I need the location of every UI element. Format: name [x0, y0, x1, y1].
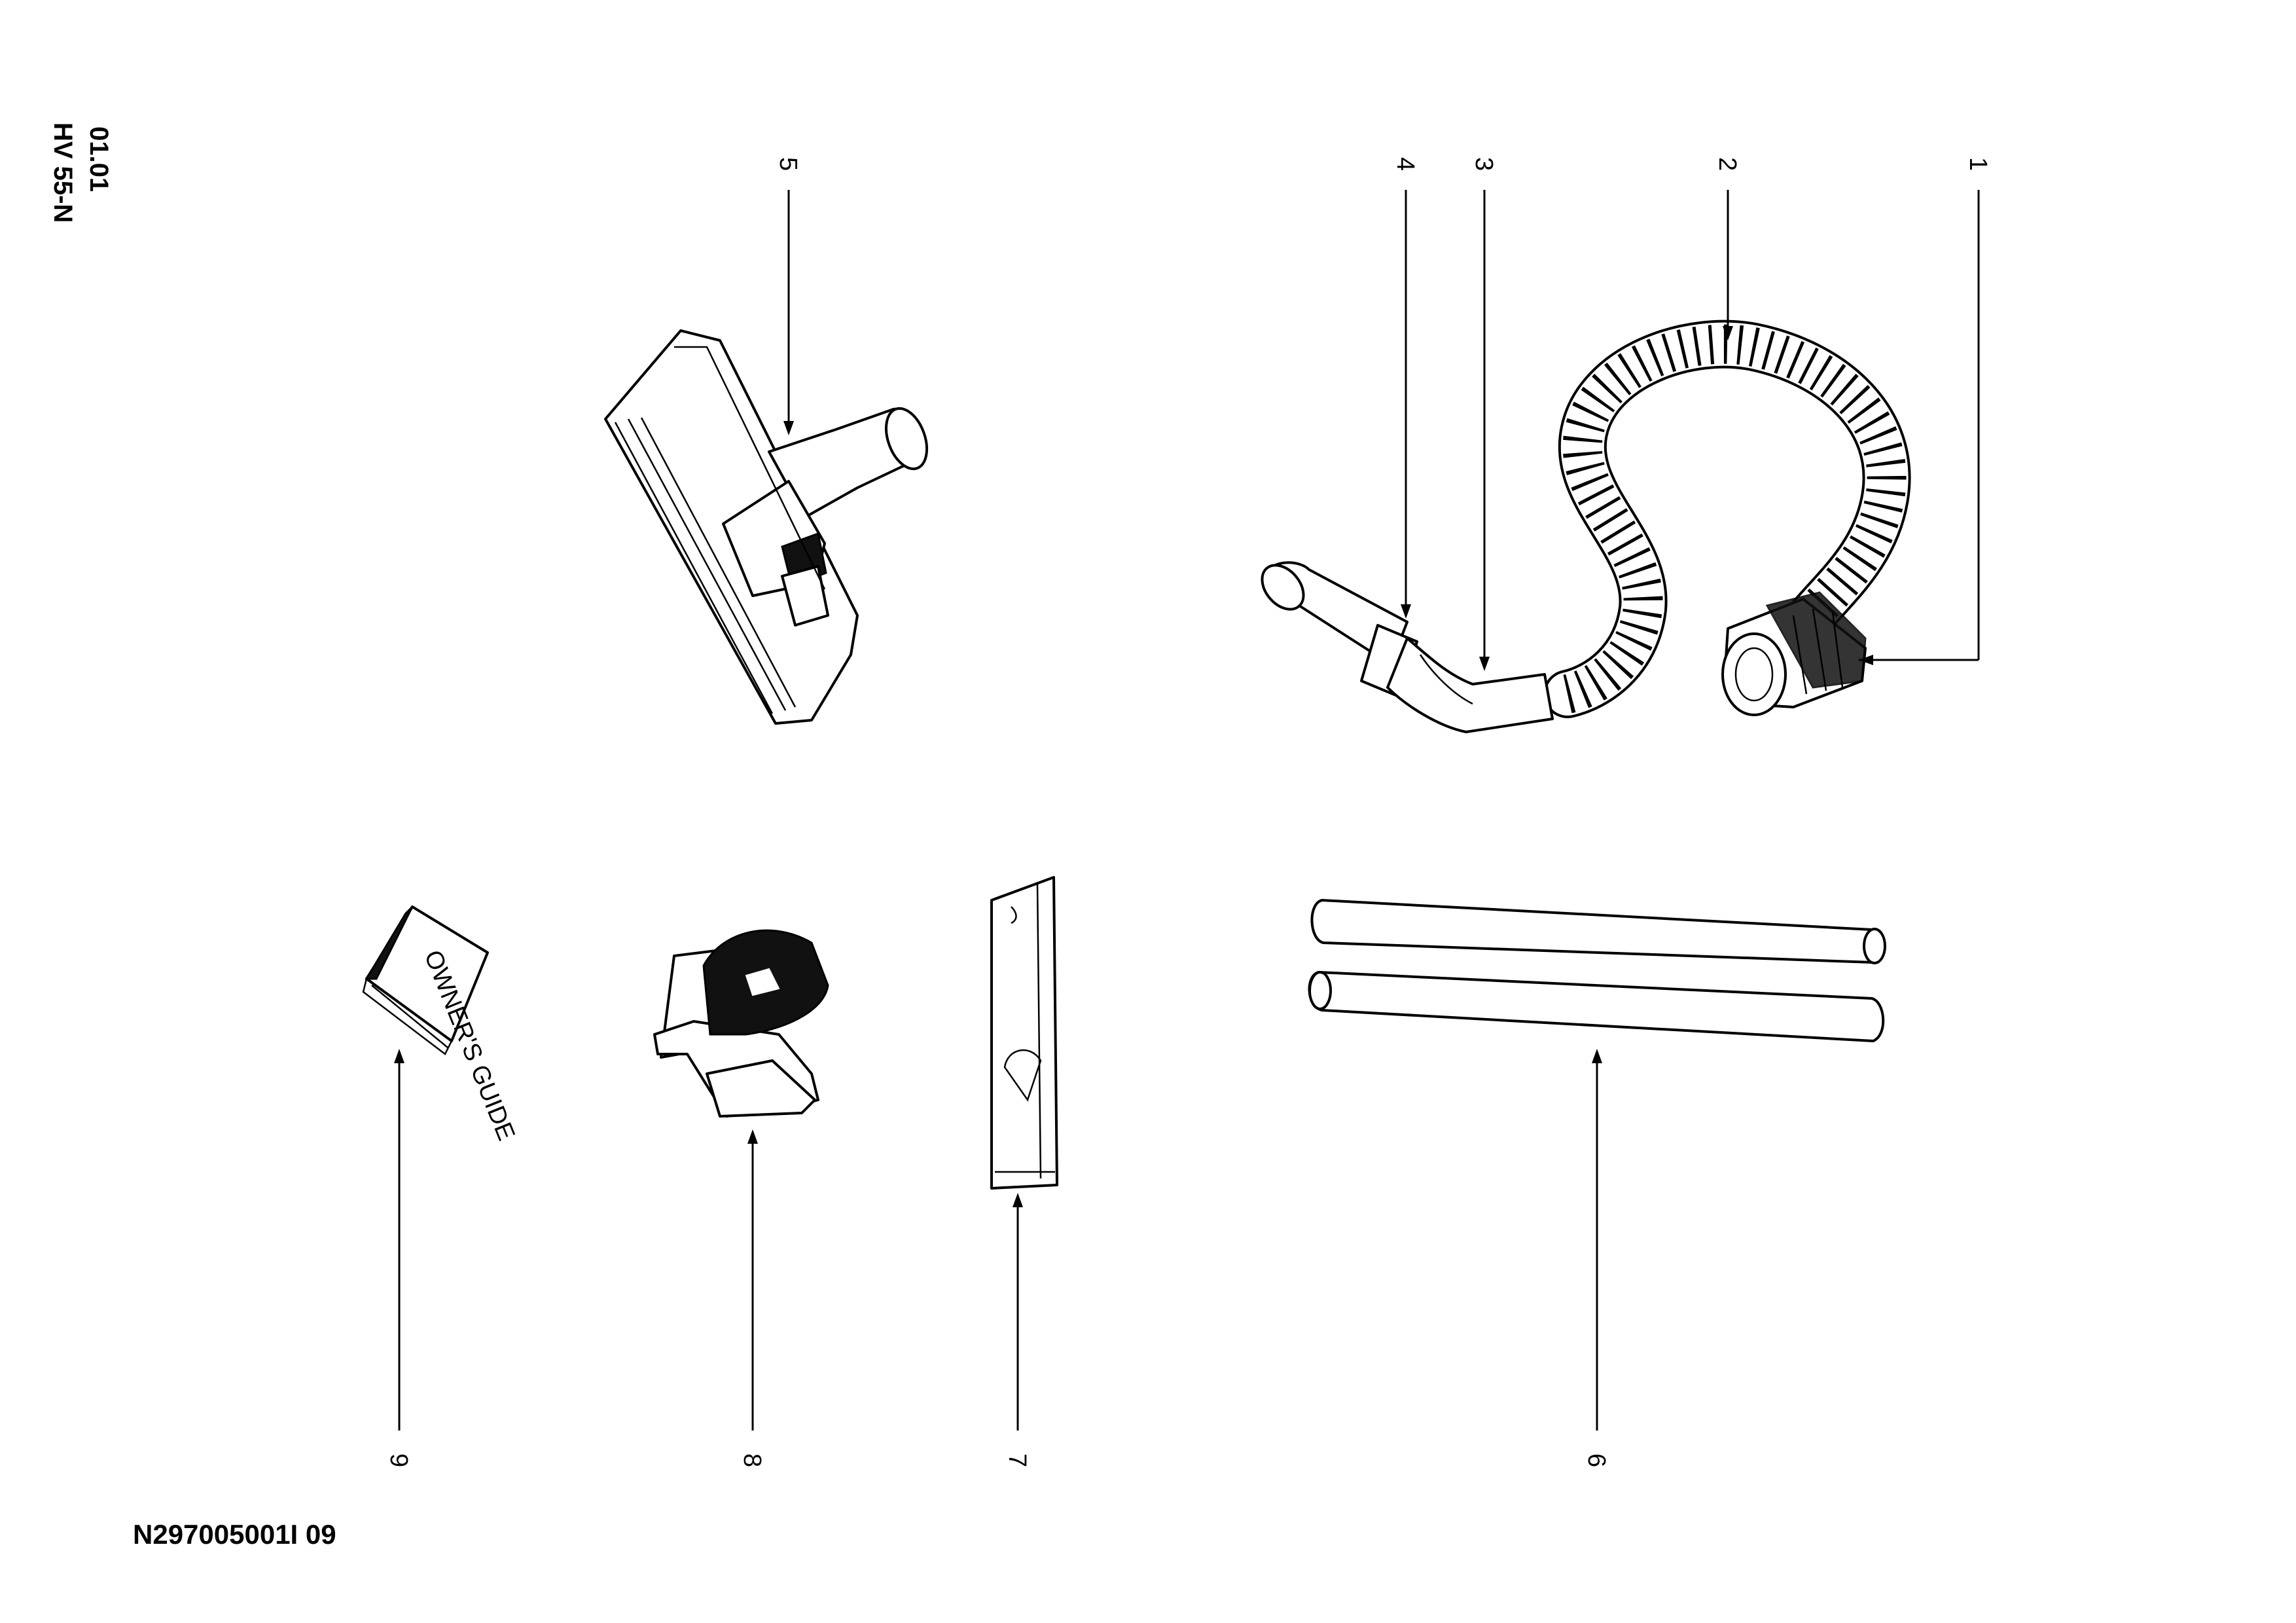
flexible-hose-illustration — [1543, 319, 1911, 718]
hose-bend-illustration — [1386, 637, 1554, 733]
callout-1: 1 — [1964, 157, 1992, 171]
dusting-brush-illustration — [653, 929, 829, 1118]
arrowhead-8 — [747, 1129, 758, 1144]
arrowhead-3 — [1479, 657, 1490, 671]
callout-5: 5 — [774, 157, 802, 171]
callout-4: 4 — [1391, 157, 1419, 171]
arrowhead-6 — [1592, 1049, 1602, 1063]
document-code: N297005001I 09 — [133, 1519, 336, 1550]
extension-tubes-illustration — [1308, 899, 1886, 1042]
leader-lines — [394, 190, 1980, 1431]
callout-9: 9 — [385, 1453, 412, 1467]
hose-connector-illustration — [1721, 591, 1867, 716]
arrowhead-7 — [1013, 1193, 1023, 1207]
owners-guide-illustration: OWNER'S GUIDE — [362, 905, 520, 1144]
callout-6: 6 — [1583, 1453, 1610, 1467]
arrowhead-2 — [1723, 326, 1733, 340]
callout-numbers: 1 2 3 4 5 6 7 8 9 — [385, 157, 1992, 1467]
callout-2: 2 — [1713, 157, 1741, 171]
callout-8: 8 — [738, 1453, 766, 1467]
arrowhead-1 — [1859, 655, 1873, 665]
arrowhead-4 — [1401, 604, 1411, 619]
arrowhead-5 — [783, 421, 794, 435]
crevice-tool-illustration — [990, 876, 1058, 1190]
callout-3: 3 — [1470, 157, 1498, 171]
floor-nozzle-illustration — [604, 329, 929, 725]
arrowhead-9 — [394, 1049, 404, 1063]
callout-7: 7 — [1003, 1453, 1031, 1467]
